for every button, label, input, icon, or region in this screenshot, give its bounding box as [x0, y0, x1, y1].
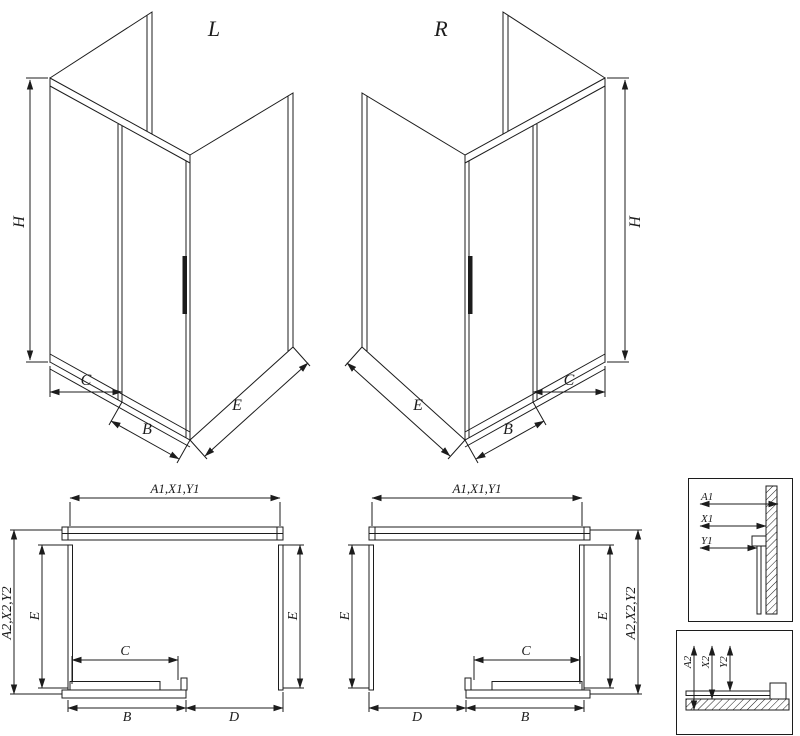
dim-label-height-right: H — [627, 215, 644, 229]
plan-right-b-label: B — [521, 710, 530, 725]
plan-right-depth-left-label: E — [338, 611, 353, 621]
detail-x2-label: X2 — [700, 655, 712, 669]
dim-label-height-left: H — [11, 215, 28, 229]
dim-label-c-right: C — [564, 372, 575, 389]
plan-right-depth-inner-label: E — [596, 611, 611, 621]
detail-box-depth — [676, 630, 793, 735]
glass-panel-section — [756, 545, 762, 615]
iso-view-right — [345, 12, 629, 463]
detail-x1-label: X1 — [700, 513, 713, 525]
wall-mount-profile-horizontal — [769, 682, 787, 700]
plan-left-opening-label: C — [120, 644, 130, 659]
plan-left-depth-outer-label: A2,X2,Y2 — [0, 587, 15, 641]
detail-a2-label: A2 — [682, 655, 694, 669]
dim-label-e-left: E — [231, 397, 242, 414]
plan-left-width-label: A1,X1,Y1 — [149, 481, 199, 496]
plan-left-d-label: D — [228, 710, 239, 725]
variant-label-right: R — [433, 16, 448, 41]
dim-label-b-left: B — [142, 421, 152, 438]
iso-view-left — [26, 12, 310, 463]
plan-view-left — [10, 498, 304, 712]
glass-panel-section-horizontal — [685, 690, 771, 696]
plan-left-depth-right-label: E — [286, 611, 301, 621]
plan-left-b-label: B — [123, 710, 132, 725]
dim-label-c-left: C — [81, 372, 92, 389]
wall-section-hatch — [765, 485, 778, 615]
wall-mount-profile — [751, 535, 767, 547]
plan-right-d-label: D — [411, 710, 422, 725]
detail-y1-label: Y1 — [701, 535, 713, 547]
plan-right-width-label: A1,X1,Y1 — [451, 481, 501, 496]
detail-a1-label: A1 — [700, 491, 713, 503]
variant-label-left: L — [207, 16, 220, 41]
wall-section-hatch-horizontal — [685, 698, 790, 711]
plan-right-depth-outer-label: A2,X2,Y2 — [624, 587, 639, 641]
plan-view-right — [348, 498, 642, 712]
dim-label-e-right: E — [412, 397, 423, 414]
dim-label-b-right: B — [503, 421, 513, 438]
detail-box-width — [688, 478, 793, 622]
detail-y2-label: Y2 — [718, 656, 730, 668]
plan-left-depth-inner-label: E — [28, 611, 43, 621]
plan-right-opening-label: C — [521, 644, 531, 659]
